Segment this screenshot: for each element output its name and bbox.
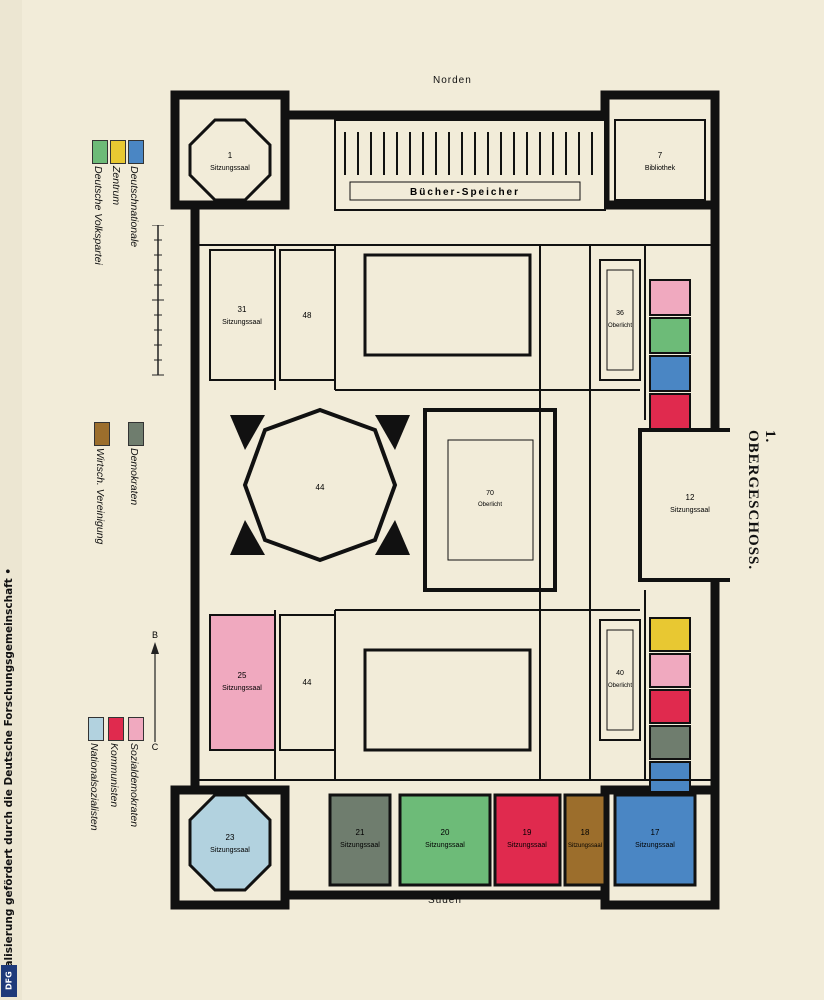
room-16 — [649, 761, 691, 793]
legend-label: Wirtsch. Vereinigung — [94, 448, 106, 545]
svg-text:Sitzungssaal: Sitzungssaal — [340, 842, 380, 849]
svg-text:23: 23 — [226, 833, 235, 842]
svg-text:36: 36 — [616, 310, 624, 317]
legend-swatch — [110, 140, 126, 164]
room-23 — [188, 793, 272, 892]
svg-text:Oberlicht: Oberlicht — [608, 683, 632, 689]
svg-text:44: 44 — [316, 483, 325, 492]
room-21 — [328, 793, 392, 887]
room-11 — [649, 393, 691, 430]
svg-text:B: B — [152, 630, 158, 640]
digitization-credit: Digitalisierung gefördert durch die Deut… — [3, 567, 15, 996]
svg-text:40: 40 — [616, 670, 624, 677]
svg-text:Oberlicht: Oberlicht — [608, 323, 632, 329]
svg-text:7: 7 — [658, 151, 663, 160]
legend-label: Sozialdemokraten — [128, 743, 140, 828]
svg-text:Sitzungssaal: Sitzungssaal — [222, 319, 262, 326]
room-10 — [649, 355, 691, 392]
svg-text:C: C — [152, 742, 159, 750]
dfg-logo: DFG — [1, 965, 17, 997]
svg-text:18: 18 — [581, 828, 590, 837]
room-9 — [649, 279, 691, 316]
room-15a — [649, 653, 691, 688]
room-25 — [209, 614, 276, 751]
legend-label: Zentrum — [110, 166, 122, 206]
legend-swatch — [92, 140, 108, 164]
svg-text:70: 70 — [486, 490, 494, 497]
direction-arrow: B C — [151, 630, 159, 750]
legend-swatch — [128, 717, 144, 741]
legend-label: Demokraten — [128, 448, 140, 506]
svg-text:Sitzungssaal: Sitzungssaal — [425, 842, 465, 849]
legend-swatch — [128, 422, 144, 446]
svg-text:21: 21 — [356, 828, 365, 837]
svg-text:Bibliothek: Bibliothek — [645, 165, 676, 172]
room-20 — [398, 793, 492, 887]
svg-text:Sitzungssaal: Sitzungssaal — [568, 843, 602, 849]
room-14 — [649, 617, 691, 652]
svg-text:Bücher-Speicher: Bücher-Speicher — [410, 187, 520, 198]
legend-label: Nationalsozialisten — [88, 743, 100, 831]
svg-text:25: 25 — [238, 671, 247, 680]
legend-label: Deutsche Volkspartei — [92, 166, 104, 265]
legend-swatch — [88, 717, 104, 741]
room-18 — [563, 793, 607, 887]
legend-swatch — [94, 422, 110, 446]
legend-swatch — [108, 717, 124, 741]
compass-south: Süden — [428, 895, 462, 906]
svg-text:Sitzungssaal: Sitzungssaal — [635, 842, 675, 849]
svg-text:20: 20 — [441, 828, 450, 837]
svg-text:44: 44 — [303, 678, 312, 687]
legend-label: Deutschnationale — [128, 166, 140, 248]
svg-text:Oberlicht: Oberlicht — [478, 502, 502, 508]
svg-text:12: 12 — [686, 493, 695, 502]
room-15b — [649, 725, 691, 760]
legend-swatch — [128, 140, 144, 164]
svg-text:Sitzungssaal: Sitzungssaal — [210, 847, 250, 854]
svg-text:Sitzungssaal: Sitzungssaal — [222, 685, 262, 692]
svg-text:Sitzungssaal: Sitzungssaal — [507, 842, 547, 849]
floor-plan: 1 Sitzungssaal 7 Bibliothek Bücher-Speic… — [170, 90, 730, 910]
svg-text:17: 17 — [651, 828, 660, 837]
scale-bar — [152, 225, 164, 376]
svg-text:48: 48 — [303, 311, 312, 320]
room-17 — [613, 793, 697, 887]
svg-text:Sitzungssaal: Sitzungssaal — [670, 507, 710, 514]
svg-text:31: 31 — [238, 305, 247, 314]
svg-text:Sitzungssaal: Sitzungssaal — [210, 165, 250, 172]
room-15 — [649, 689, 691, 724]
room-1-num: 1 — [228, 151, 233, 160]
room-19 — [493, 793, 562, 887]
compass-north: Norden — [433, 75, 472, 86]
plan-title: 1. OBERGESCHOSS. — [745, 430, 778, 571]
svg-text:19: 19 — [523, 828, 532, 837]
room-9b — [649, 317, 691, 354]
legend-label: Kommunisten — [108, 743, 120, 808]
